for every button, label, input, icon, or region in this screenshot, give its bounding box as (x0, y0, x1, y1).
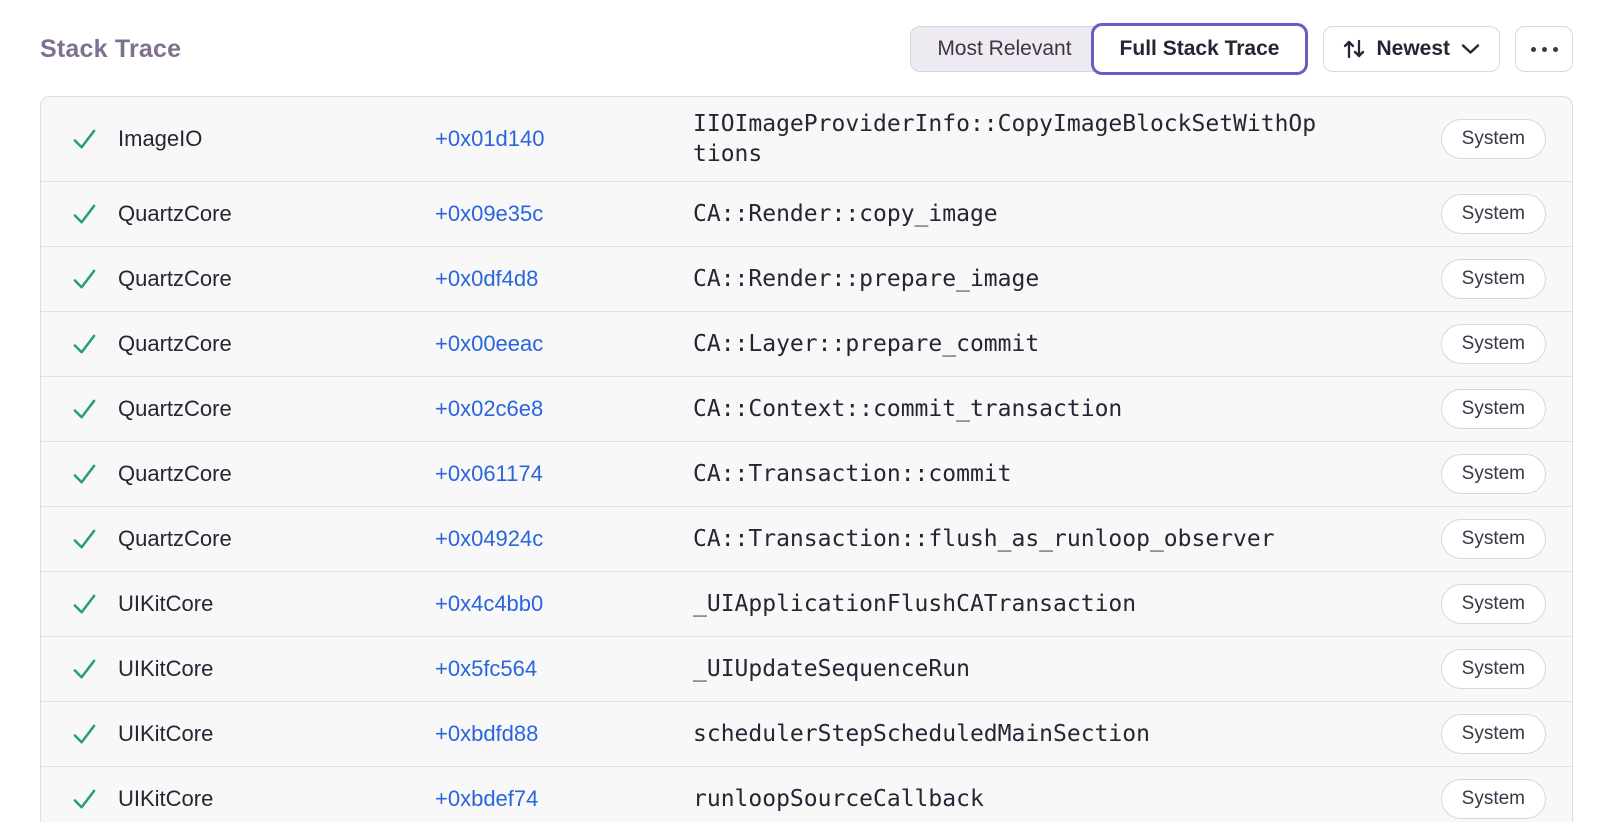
frame-module: UIKitCore (118, 656, 214, 681)
frame-function: CA::Layer::prepare_commit (693, 331, 1040, 357)
status-check-icon (71, 266, 99, 293)
status-check-icon (71, 201, 99, 228)
more-options-button[interactable] (1515, 26, 1573, 72)
frame-function: CA::Render::prepare_image (693, 266, 1040, 292)
table-row[interactable]: QuartzCore +0x04924c CA::Transaction::fl… (41, 507, 1572, 572)
table-row[interactable]: UIKitCore +0x4c4bb0 _UIApplicationFlushC… (41, 572, 1572, 637)
frame-function: CA::Render::copy_image (693, 201, 998, 227)
status-check-icon (71, 331, 99, 358)
frame-offset-link[interactable]: +0xbdfd88 (435, 721, 539, 746)
chevron-down-icon (1461, 43, 1480, 55)
frame-module: QuartzCore (118, 266, 232, 291)
system-badge: System (1440, 194, 1546, 234)
toolbar: Most Relevant Full Stack Trace Newest (910, 23, 1573, 75)
frame-function: IIOImageProviderInfo::CopyImageBlockSetW… (693, 111, 1317, 167)
table-row[interactable]: QuartzCore +0x00eeac CA::Layer::prepare_… (41, 312, 1572, 377)
system-badge: System (1440, 779, 1546, 819)
frame-module: UIKitCore (118, 721, 214, 746)
table-row[interactable]: ImageIO +0x01d140 IIOImageProviderInfo::… (41, 97, 1572, 182)
frame-module: QuartzCore (118, 526, 232, 551)
frame-offset-link[interactable]: +0x02c6e8 (435, 396, 544, 421)
frame-module: ImageIO (118, 126, 203, 151)
frame-function: runloopSourceCallback (693, 786, 984, 812)
system-badge: System (1440, 119, 1546, 159)
frame-module: UIKitCore (118, 786, 214, 811)
frame-offset-link[interactable]: +0x5fc564 (435, 656, 538, 681)
status-check-icon (71, 721, 99, 748)
section-header: Stack Trace Most Relevant Full Stack Tra… (40, 22, 1573, 76)
frame-function: CA::Context::commit_transaction (693, 396, 1123, 422)
system-badge: System (1440, 519, 1546, 559)
system-badge: System (1440, 649, 1546, 689)
frame-function: CA::Transaction::commit (693, 461, 1012, 487)
status-check-icon (71, 396, 99, 423)
frame-offset-link[interactable]: +0x00eeac (435, 331, 544, 356)
frame-offset-link[interactable]: +0xbdef74 (435, 786, 539, 811)
page-title: Stack Trace (40, 34, 182, 63)
view-toggle: Most Relevant Full Stack Trace (910, 23, 1309, 75)
frame-module: QuartzCore (118, 331, 232, 356)
frame-offset-link[interactable]: +0x09e35c (435, 201, 544, 226)
frame-module: UIKitCore (118, 591, 214, 616)
sort-label: Newest (1376, 37, 1450, 60)
ellipsis-icon (1530, 46, 1536, 52)
frame-function: CA::Transaction::flush_as_runloop_observ… (693, 526, 1275, 552)
table-row[interactable]: QuartzCore +0x09e35c CA::Render::copy_im… (41, 182, 1572, 247)
sort-button[interactable]: Newest (1323, 26, 1500, 72)
status-check-icon (71, 656, 99, 683)
frame-function: _UIUpdateSequenceRun (693, 656, 970, 682)
frame-function: _UIApplicationFlushCATransaction (693, 591, 1137, 617)
table-row[interactable]: UIKitCore +0xbdfd88 schedulerStepSchedul… (41, 702, 1572, 767)
frame-offset-link[interactable]: +0x061174 (435, 461, 543, 486)
frame-offset-link[interactable]: +0x01d140 (435, 126, 545, 151)
table-row[interactable]: QuartzCore +0x02c6e8 CA::Context::commit… (41, 377, 1572, 442)
system-badge: System (1440, 389, 1546, 429)
stack-trace-table: ImageIO +0x01d140 IIOImageProviderInfo::… (40, 96, 1573, 822)
status-check-icon (71, 126, 99, 153)
system-badge: System (1440, 259, 1546, 299)
frame-module: QuartzCore (118, 201, 232, 226)
table-row[interactable]: QuartzCore +0x0df4d8 CA::Render::prepare… (41, 247, 1572, 312)
frame-module: QuartzCore (118, 396, 232, 421)
system-badge: System (1440, 324, 1546, 364)
system-badge: System (1440, 584, 1546, 624)
frame-offset-link[interactable]: +0x0df4d8 (435, 266, 539, 291)
segment-full-stack-trace[interactable]: Full Stack Trace (1090, 23, 1309, 75)
status-check-icon (71, 526, 99, 553)
system-badge: System (1440, 454, 1546, 494)
status-check-icon (71, 591, 99, 618)
status-check-icon (71, 786, 99, 813)
system-badge: System (1440, 714, 1546, 754)
status-check-icon (71, 461, 99, 488)
segment-most-relevant[interactable]: Most Relevant (910, 26, 1099, 72)
frame-function: schedulerStepScheduledMainSection (693, 721, 1150, 747)
table-row[interactable]: UIKitCore +0xbdef74 runloopSourceCallbac… (41, 767, 1572, 822)
table-row[interactable]: QuartzCore +0x061174 CA::Transaction::co… (41, 442, 1572, 507)
frame-offset-link[interactable]: +0x04924c (435, 526, 544, 551)
frame-module: QuartzCore (118, 461, 232, 486)
table-row[interactable]: UIKitCore +0x5fc564 _UIUpdateSequenceRun… (41, 637, 1572, 702)
sort-arrows-icon (1343, 37, 1365, 61)
stack-trace-section: Stack Trace Most Relevant Full Stack Tra… (0, 22, 1614, 822)
frame-offset-link[interactable]: +0x4c4bb0 (435, 591, 544, 616)
